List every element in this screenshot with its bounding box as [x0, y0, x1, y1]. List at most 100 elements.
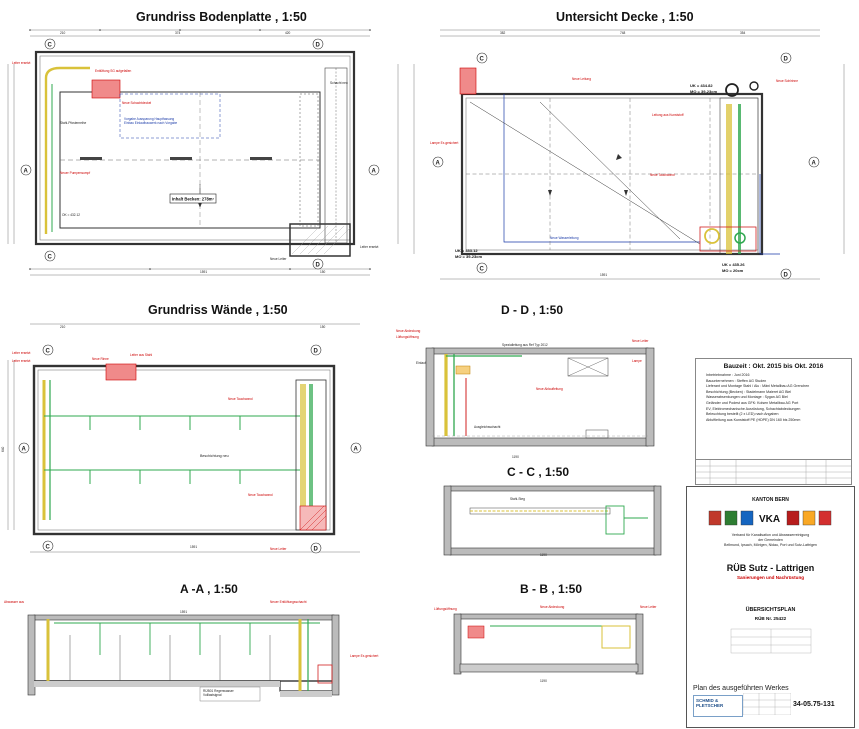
- municipal-logos: VKA: [708, 510, 832, 526]
- info-row: Beschichtung (Becken) : Stadelmann Maler…: [706, 389, 792, 394]
- svg-text:Neue Leiter: Neue Leiter: [270, 547, 287, 551]
- svg-text:150: 150: [320, 270, 326, 274]
- svg-text:1591: 1591: [600, 273, 607, 277]
- title-section-bb: B - B , 1:50: [520, 582, 583, 596]
- svg-text:A: A: [812, 161, 817, 167]
- drawing-grundriss-waende: A A C C D D Beschichtung neu Leiter erse…: [1, 323, 362, 554]
- title-block: KANTON BERN VKA Verband für Kanalisation…: [686, 486, 855, 728]
- svg-text:210: 210: [60, 325, 66, 329]
- svg-text:1591: 1591: [200, 270, 207, 274]
- drawing-section-dd: Neue Abdeckung Lüftungsöffnung Neue Abla…: [396, 329, 655, 459]
- canton-label: KANTON BERN: [752, 497, 789, 503]
- svg-text:354: 354: [740, 31, 746, 35]
- svg-text:A: A: [436, 161, 441, 167]
- project-title: RÜB Sutz - Lattrigen: [726, 563, 815, 573]
- beschichtung-label: Beschichtung neu: [200, 454, 229, 458]
- signature-grid: [743, 693, 791, 715]
- svg-text:Neue Leitung: Neue Leitung: [572, 77, 591, 81]
- title-grundriss-waende: Grundriss Wände , 1:50: [148, 303, 288, 317]
- svg-text:420: 420: [285, 31, 291, 35]
- svg-text:Lüftungsöffnung: Lüftungsöffnung: [396, 335, 419, 339]
- svg-text:Neue Tauchwand: Neue Tauchwand: [228, 397, 253, 401]
- mo-level-2: MO = 39-23cm: [690, 89, 717, 94]
- org-line: der Gemeinden: [758, 538, 783, 542]
- svg-text:C: C: [480, 267, 485, 273]
- svg-text:Neue Abdeckung: Neue Abdeckung: [396, 329, 421, 333]
- svg-text:748: 748: [620, 31, 626, 35]
- company-name: SCHMID & PLETSCHER: [696, 698, 724, 708]
- svg-text:1190: 1190: [540, 679, 547, 683]
- title-untersicht-decke: Untersicht Decke , 1:50: [556, 10, 694, 24]
- svg-text:Lampe Ex-gesichert: Lampe Ex-gesichert: [350, 654, 378, 658]
- svg-text:Entlüftung SG aufgefallen: Entlüftung SG aufgefallen: [95, 69, 132, 73]
- svg-text:D: D: [316, 43, 321, 49]
- svg-text:RÜB01 Regenwasser: RÜB01 Regenwasser: [203, 689, 235, 693]
- title-section-cc: C - C , 1:50: [507, 465, 570, 479]
- svg-text:Neue Tauchwand: Neue Tauchwand: [650, 173, 675, 177]
- svg-text:150: 150: [320, 325, 326, 329]
- org-line: Verband für Kanalisation und Abwasserrei…: [731, 533, 810, 537]
- svg-text:Neue Leiter: Neue Leiter: [270, 257, 287, 261]
- org-line: Bellmund, Ipsach, Mörigen, Nidau, Port u…: [724, 543, 817, 547]
- plan-type: ÜBERSICHTSPLAN: [745, 607, 796, 613]
- info-row: EV, Elektromechanische Ausrüstung, Schac…: [706, 406, 801, 411]
- svg-text:210: 210: [60, 31, 66, 35]
- svg-text:Leitung aus Kunststoff: Leitung aus Kunststoff: [652, 113, 684, 117]
- svg-text:Stahl-Pfostenreihe: Stahl-Pfostenreihe: [60, 121, 86, 125]
- info-row: Beleuchtung bestellt (2 x LED) nach Anga…: [706, 412, 779, 417]
- drawing-untersicht-decke: Leitung aus Kunststoff Neue Leitung Lamp…: [413, 29, 845, 280]
- svg-text:640: 640: [1, 446, 5, 452]
- svg-text:C: C: [48, 255, 53, 261]
- svg-text:Neue Rinne: Neue Rinne: [92, 357, 109, 361]
- svg-text:1591: 1591: [190, 545, 197, 549]
- svg-text:Leiter ersetzt: Leiter ersetzt: [12, 359, 31, 363]
- svg-text:Abwasser aus: Abwasser aus: [4, 600, 24, 604]
- svg-text:A: A: [354, 447, 359, 453]
- svg-text:Spezialleitung aus Ref Typ 201: Spezialleitung aus Ref Typ 2012: [502, 343, 548, 347]
- info-row: Bauunternehmen : Steffen AG Studen: [706, 378, 767, 383]
- svg-text:Stahl-Steg: Stahl-Steg: [510, 497, 525, 501]
- svg-text:A: A: [22, 447, 27, 453]
- svg-text:C: C: [48, 43, 53, 49]
- info-row: Geländer und Podest aus GFK: Kolsen Meta…: [706, 400, 799, 405]
- info-row: Abluftleitung aus Kunststoff PE (HDPE) D…: [706, 417, 801, 422]
- info-row: Wasserabsenkungen und Montage : Sygan AG…: [706, 395, 788, 400]
- mo-level-3: MO = 20cm: [722, 268, 744, 273]
- drawing-section-aa: RÜB01 Regenwasser Volllastsignal 1591 Ab…: [4, 600, 378, 702]
- rub-number: RÜB Nr. 25422: [754, 616, 787, 621]
- mo-level-1: MO = 39-23cm: [455, 254, 482, 259]
- svg-text:A: A: [372, 169, 377, 175]
- svg-text:Neue Schachtdeckel: Neue Schachtdeckel: [122, 101, 152, 105]
- svg-text:Neue Leiter: Neue Leiter: [640, 605, 657, 609]
- svg-text:Leiter aus Stahl: Leiter aus Stahl: [130, 353, 152, 357]
- info-row: Inbetriebnahme : Juni 2016: [706, 373, 750, 377]
- title-grundriss-bodenplatte: Grundriss Bodenplatte , 1:50: [136, 10, 307, 24]
- svg-text:Leiter ersetzt: Leiter ersetzt: [360, 245, 379, 249]
- svg-text:1190: 1190: [512, 455, 519, 459]
- inhalt-becken-label: Inhalt Becken: 278m³: [172, 197, 214, 202]
- plan-executed-label: Plan des ausgeführten Werkes: [693, 685, 789, 692]
- svg-text:D: D: [316, 263, 321, 269]
- svg-text:Vorgabe Aussparung Hauptfassun: Vorgabe Aussparung Hauptfassung: [124, 117, 174, 121]
- svg-text:Volllastsignal: Volllastsignal: [203, 693, 222, 697]
- svg-text:D: D: [784, 273, 789, 279]
- drawing-section-cc: Stahl-Steg 1190: [443, 485, 662, 557]
- svg-text:Neue Sohlrinne: Neue Sohlrinne: [776, 79, 798, 83]
- project-subtitle: Sanierungen und Nachrüstung: [736, 575, 805, 580]
- drawing-grundriss-bodenplatte: A A C C D D Inhalt Becken: 278m³ OK = 43…: [7, 29, 399, 276]
- vka-logo-text: VKA: [759, 514, 780, 525]
- svg-text:382: 382: [500, 31, 506, 35]
- svg-text:Leiter ersetzt: Leiter ersetzt: [12, 61, 31, 65]
- bauzeit-heading: Bauzeit : Okt. 2015 bis Okt. 2016: [723, 363, 824, 370]
- svg-text:Neue Ablaufleitung: Neue Ablaufleitung: [536, 387, 563, 391]
- svg-text:Neue Abdeckung: Neue Abdeckung: [540, 605, 565, 609]
- svg-text:1190: 1190: [540, 553, 547, 557]
- drawing-number: 34-05.75-131: [793, 701, 835, 708]
- svg-text:Lampe: Lampe: [632, 359, 642, 363]
- uk-level-3: UK = 435.26: [722, 262, 745, 267]
- info-row: Lieferant und Montage Stahl / Alu : Mäni…: [706, 384, 810, 389]
- svg-text:C: C: [46, 545, 51, 551]
- uk-level-1: UK = 433.12: [455, 248, 478, 253]
- svg-text:Neue Tauchwand: Neue Tauchwand: [248, 493, 273, 497]
